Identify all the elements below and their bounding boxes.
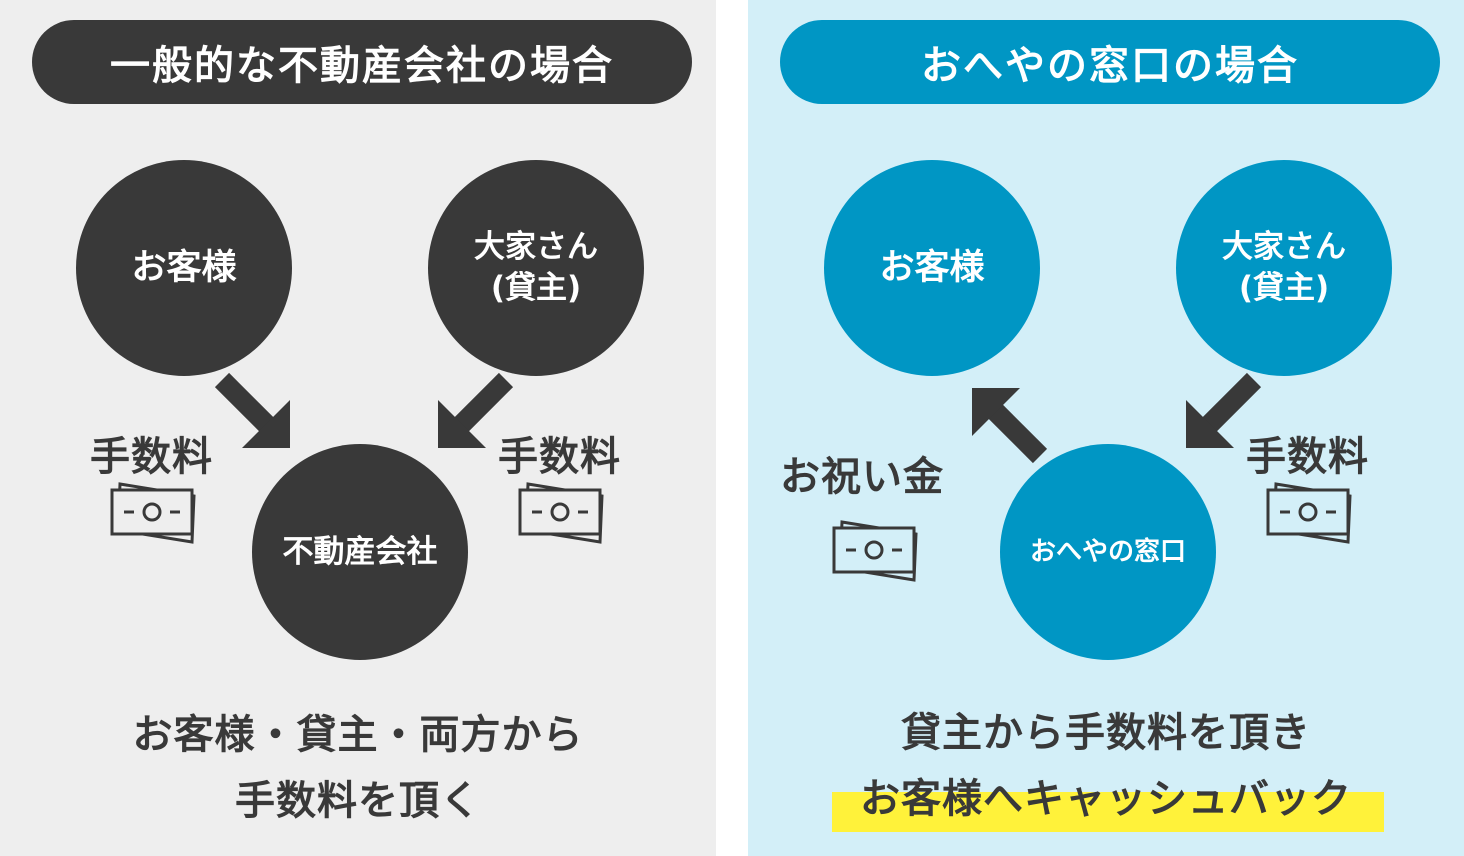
left-fee-label-left: 手数料 [90, 434, 213, 480]
right-company-label: おへやの窓口 [1029, 536, 1186, 567]
left-header: 一般的な不動産会社の場合 [32, 20, 692, 104]
left-customer-circle: お客様 [76, 160, 292, 376]
right-customer-circle: お客様 [824, 160, 1040, 376]
left-landlord-label-2: (貸主) [490, 270, 582, 306]
right-landlord-label-1: 大家さん [1222, 229, 1346, 266]
arrow-down-left-icon [1186, 372, 1262, 448]
arrow-down-left-icon [438, 372, 514, 448]
left-landlord-label-1: 大家さん [474, 229, 598, 266]
arrow-down-right-icon [214, 372, 290, 448]
left-company-circle: 不動産会社 [252, 444, 468, 660]
right-caption-line1: 貸主から手数料を頂き [901, 710, 1311, 756]
banknote-icon [110, 482, 196, 544]
banknote-icon [1266, 482, 1352, 544]
right-customer-label: お客様 [879, 247, 985, 288]
right-caption-line2: お客様へキャッシュバック [860, 776, 1352, 822]
right-landlord-label-2: (貸主) [1238, 270, 1330, 306]
left-landlord-circle: 大家さん (貸主) [428, 160, 644, 376]
left-customer-label: お客様 [131, 247, 237, 288]
right-header: おへやの窓口の場合 [780, 20, 1440, 104]
left-company-label: 不動産会社 [282, 533, 438, 570]
right-gift-label: お祝い金 [780, 454, 944, 500]
left-caption-line2: 手数料を頂く [235, 778, 481, 824]
right-fee-label: 手数料 [1246, 434, 1369, 480]
banknote-icon [832, 520, 918, 582]
left-panel: 一般的な不動産会社の場合 お客様 大家さん (貸主) 不動産会社 手数料 手数料… [0, 0, 716, 856]
left-fee-label-right: 手数料 [498, 434, 621, 480]
banknote-icon [518, 482, 604, 544]
arrow-up-left-icon [972, 388, 1048, 464]
left-caption-line1: お客様・貸主・両方から [132, 712, 584, 758]
right-company-circle: おへやの窓口 [1000, 444, 1216, 660]
caption-highlight [832, 792, 1384, 832]
right-panel: おへやの窓口の場合 お客様 大家さん (貸主) おへやの窓口 お祝い金 手数料 … [748, 0, 1464, 856]
right-landlord-circle: 大家さん (貸主) [1176, 160, 1392, 376]
